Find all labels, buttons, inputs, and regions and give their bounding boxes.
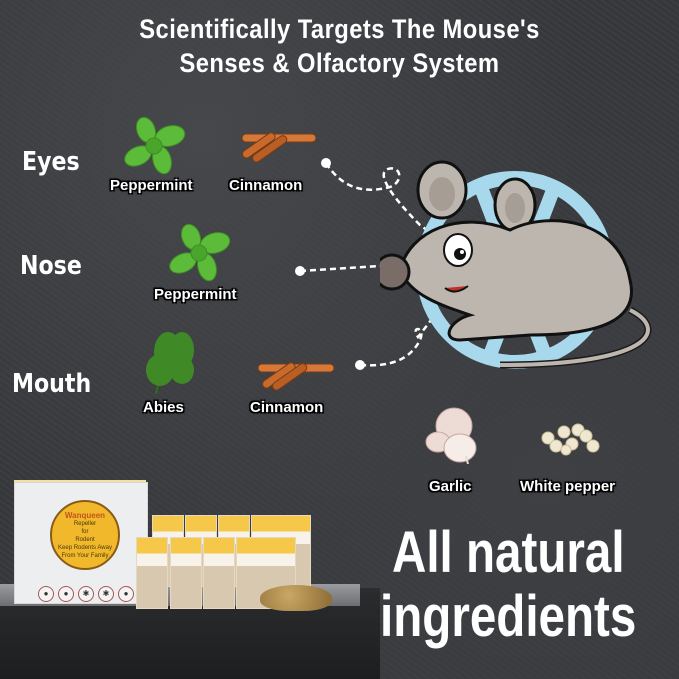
mouse-nose xyxy=(380,253,411,291)
ingredient-label: Abies xyxy=(143,399,184,416)
seal-line: for xyxy=(81,529,89,535)
rat-icon: ● xyxy=(58,586,74,602)
sense-label-eyes: Eyes xyxy=(22,147,80,177)
fly-icon: ✱ xyxy=(98,586,114,602)
tagline-line-2: ingredients xyxy=(380,584,637,649)
headline-line-1: Scientifically Targets The Mouse's xyxy=(139,14,540,44)
bug-icon: ● xyxy=(118,586,134,602)
granule-pile xyxy=(260,585,332,611)
product-seal: Wanqueen Repeller for Rodent Keep Rodent… xyxy=(50,500,120,570)
cockroach-icon: ● xyxy=(38,586,54,602)
seal-line: Rodent xyxy=(75,537,95,543)
ingredient-label: White pepper xyxy=(520,478,616,495)
tagline-line-1: All natural xyxy=(392,520,625,585)
mouse-illustration xyxy=(380,160,652,369)
sense-label-nose: Nose xyxy=(20,251,82,281)
ingredient-label: Garlic xyxy=(429,478,472,495)
product-pouch xyxy=(136,537,168,609)
spider-icon: ✱ xyxy=(78,586,94,602)
seal-line: Keep Rodents Away xyxy=(58,545,112,551)
cinnamon-icon xyxy=(241,132,317,163)
seal-line: From Your Family xyxy=(61,553,109,559)
seal-line: Repeller xyxy=(73,521,97,527)
sense-label-mouth: Mouth xyxy=(12,369,92,399)
peppermint-icon xyxy=(124,116,186,175)
white-pepper-icon xyxy=(541,423,600,456)
headline: Scientifically Targets The Mouse's Sense… xyxy=(41,12,639,80)
garlic-icon xyxy=(425,407,477,464)
product-pouch xyxy=(170,537,202,609)
ingredient-label: Cinnamon xyxy=(250,399,324,416)
ingredient-label: Peppermint xyxy=(110,177,193,194)
peppermint-icon xyxy=(169,223,231,282)
ingredient-label: Peppermint xyxy=(154,286,237,303)
headline-line-2: Senses & Olfactory System xyxy=(179,48,500,78)
connector-lines xyxy=(295,158,451,370)
product-pouch xyxy=(203,537,235,609)
cinnamon-icon xyxy=(257,362,335,391)
ingredient-label: Cinnamon xyxy=(229,177,303,194)
brand-name: Wanqueen xyxy=(64,511,106,520)
abies-icon xyxy=(146,332,194,395)
